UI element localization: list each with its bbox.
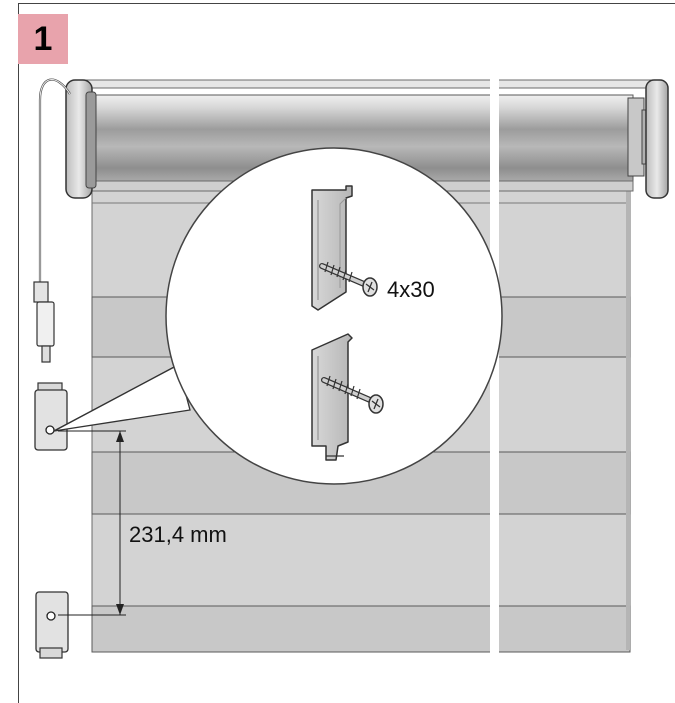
screw-hole-icon — [46, 611, 56, 621]
screw-hole-icon — [45, 425, 55, 435]
bracket-clip-icon — [311, 333, 353, 461]
screw-icon — [319, 261, 378, 297]
left-end-cap — [65, 79, 97, 199]
wall-clip-upper — [34, 382, 68, 451]
clip-bracket-icon — [311, 185, 353, 311]
frame-top-border — [18, 3, 675, 4]
detail-magnifier — [165, 147, 503, 485]
motor-cable-icon — [33, 78, 71, 363]
frame-left-border — [18, 3, 19, 703]
step-number-badge: 1 — [18, 14, 68, 64]
dimension-line — [58, 430, 126, 616]
distance-label: 231,4 mm — [129, 522, 227, 547]
wall-clip-lower — [35, 591, 69, 659]
right-end-cap — [627, 79, 669, 199]
screw-size-label: 4x30 — [387, 277, 435, 302]
fabric-band — [91, 605, 631, 653]
screw-icon — [321, 375, 384, 414]
